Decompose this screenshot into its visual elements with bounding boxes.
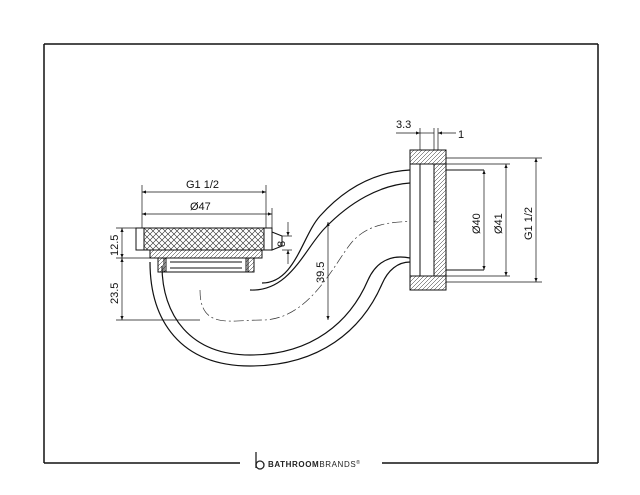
center-line xyxy=(199,221,441,322)
dim-label-thread-top: G1 1/2 xyxy=(186,179,219,191)
dimension-lines xyxy=(116,128,542,321)
brand-mark-icon xyxy=(255,452,265,470)
dim-label-12-5: 12.5 xyxy=(109,235,121,256)
dim-label-dia-41: Ø41 xyxy=(493,213,505,234)
svg-text:BATHROOMBRANDS®: BATHROOMBRANDS® xyxy=(268,459,361,469)
brand-logo: BATHROOMBRANDS® xyxy=(255,452,361,470)
dim-label-3-3: 3.3 xyxy=(396,119,411,131)
dim-label-1: 1 xyxy=(458,129,464,141)
dim-label-8: 8 xyxy=(276,241,288,247)
dim-label-23-5: 23.5 xyxy=(109,283,121,304)
brand-name-light: BRANDS xyxy=(319,460,356,469)
brand-trademark: ® xyxy=(356,459,360,466)
dim-label-39-5: 39.5 xyxy=(315,262,327,283)
trap-body xyxy=(149,169,411,367)
brand-name-bold: BATHROOM xyxy=(268,460,319,469)
outlet-nut xyxy=(409,149,484,291)
dim-label-dia-40: Ø40 xyxy=(471,213,483,234)
top-nut xyxy=(135,227,283,273)
dim-label-dia-47: Ø47 xyxy=(190,201,211,213)
dim-label-thread-right: G1 1/2 xyxy=(523,207,535,240)
drawing-frame xyxy=(43,43,599,464)
